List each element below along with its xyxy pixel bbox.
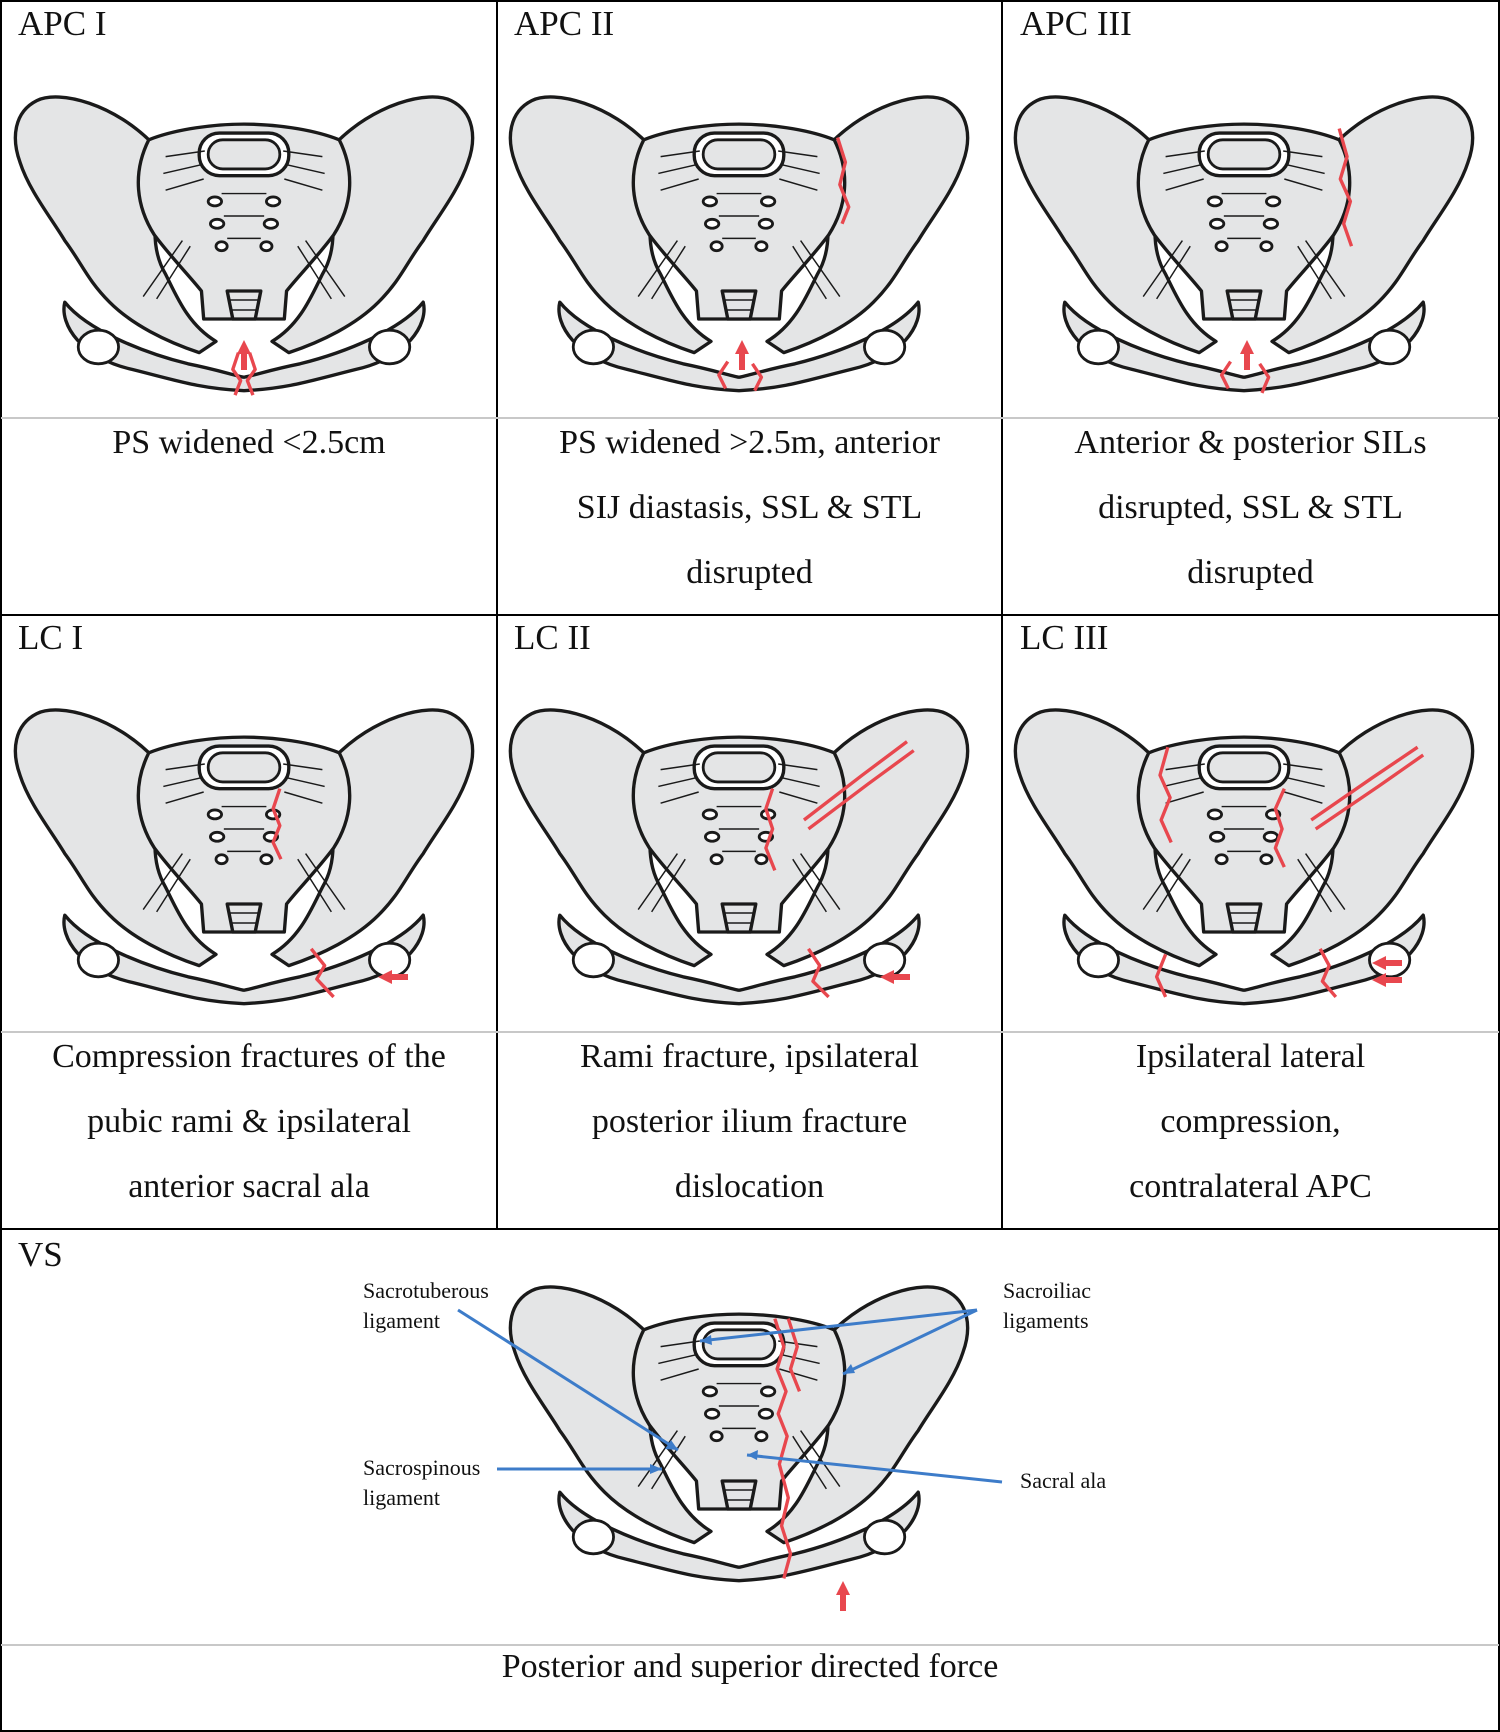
caption-line: posterior ilium fracture <box>591 1103 908 1140</box>
caption-line: disrupted <box>686 554 813 591</box>
caption-apc2: PS widened >2.5m, anterior SIJ diastasis… <box>497 410 1002 605</box>
pelvis-lc3 <box>1013 708 1475 1006</box>
caption-lc3: Ipsilateral lateral compression, contral… <box>1002 1024 1499 1219</box>
caption-apc3: Anterior & posterior SILs disrupted, SSL… <box>1002 410 1499 605</box>
pelvis-lc2 <box>508 708 970 1006</box>
caption-line: SIJ diastasis, SSL & STL <box>576 489 923 526</box>
pelvis-apc1 <box>13 95 475 396</box>
caption-line: compression, <box>1160 1103 1341 1140</box>
annotation-line: Sacroiliac <box>1003 1278 1091 1303</box>
annotation-sacrotuberous: Sacrotuberous ligament <box>363 1276 489 1336</box>
annotation-line: ligaments <box>1003 1308 1089 1333</box>
caption-line: pubic rami & ipsilateral <box>87 1103 411 1140</box>
caption-line: Compression fractures of the <box>52 1038 446 1075</box>
caption-line: Anterior & posterior SILs <box>1074 424 1427 461</box>
annotation-sacral-ala: Sacral ala <box>1020 1466 1106 1496</box>
pelvis-apc3 <box>1013 95 1475 394</box>
vs-callout-lines <box>457 1308 1003 1484</box>
caption-line: dislocation <box>674 1168 825 1205</box>
caption-vs: Posterior and superior directed force <box>1 1634 1499 1699</box>
vs-callout-arrowheads <box>650 1335 855 1474</box>
annotation-line: Sacrotuberous <box>363 1278 489 1303</box>
force-arrow-vs <box>836 1581 850 1611</box>
panel-label-lc2: LC II <box>514 618 591 657</box>
caption-line: PS widened >2.5m, anterior <box>559 424 940 461</box>
panel-label-apc2: APC II <box>514 4 615 43</box>
force-arrow-apc2 <box>735 340 749 370</box>
panel-label-apc1: APC I <box>18 4 107 43</box>
pelvis-lc1 <box>13 708 475 1006</box>
caption-apc1: PS widened <2.5cm <box>1 410 497 475</box>
annotation-sacroiliac: Sacroiliac ligaments <box>1003 1276 1091 1336</box>
panel-label-vs: VS <box>18 1235 63 1274</box>
caption-lc1: Compression fractures of the pubic rami … <box>1 1024 497 1219</box>
annotation-line: ligament <box>363 1485 440 1510</box>
caption-line: Rami fracture, ipsilateral <box>580 1038 919 1075</box>
caption-line: contralateral APC <box>1129 1168 1372 1205</box>
pelvis-vs <box>508 1285 970 1583</box>
row-dividers <box>1 417 1499 1646</box>
caption-line: disrupted <box>1187 554 1314 591</box>
force-arrow-apc3 <box>1240 340 1254 370</box>
annotation-line: ligament <box>363 1308 440 1333</box>
pelvis-apc2 <box>508 95 970 393</box>
annotation-line: Sacrospinous <box>363 1455 481 1480</box>
panel-label-lc1: LC I <box>18 618 84 657</box>
panel-label-apc3: APC III <box>1020 4 1132 43</box>
panel-label-lc3: LC III <box>1020 618 1109 657</box>
caption-line: Ipsilateral lateral <box>1135 1038 1366 1075</box>
annotation-line: Sacral ala <box>1020 1468 1107 1493</box>
caption-line: disrupted, SSL & STL <box>1098 489 1403 526</box>
caption-lc2: Rami fracture, ipsilateral posterior ili… <box>497 1024 1002 1219</box>
caption-line: PS widened <2.5cm <box>112 424 386 461</box>
annotation-sacrospinous: Sacrospinous ligament <box>363 1453 480 1513</box>
caption-line: anterior sacral ala <box>128 1168 370 1205</box>
caption-line: Posterior and superior directed force <box>501 1648 999 1685</box>
